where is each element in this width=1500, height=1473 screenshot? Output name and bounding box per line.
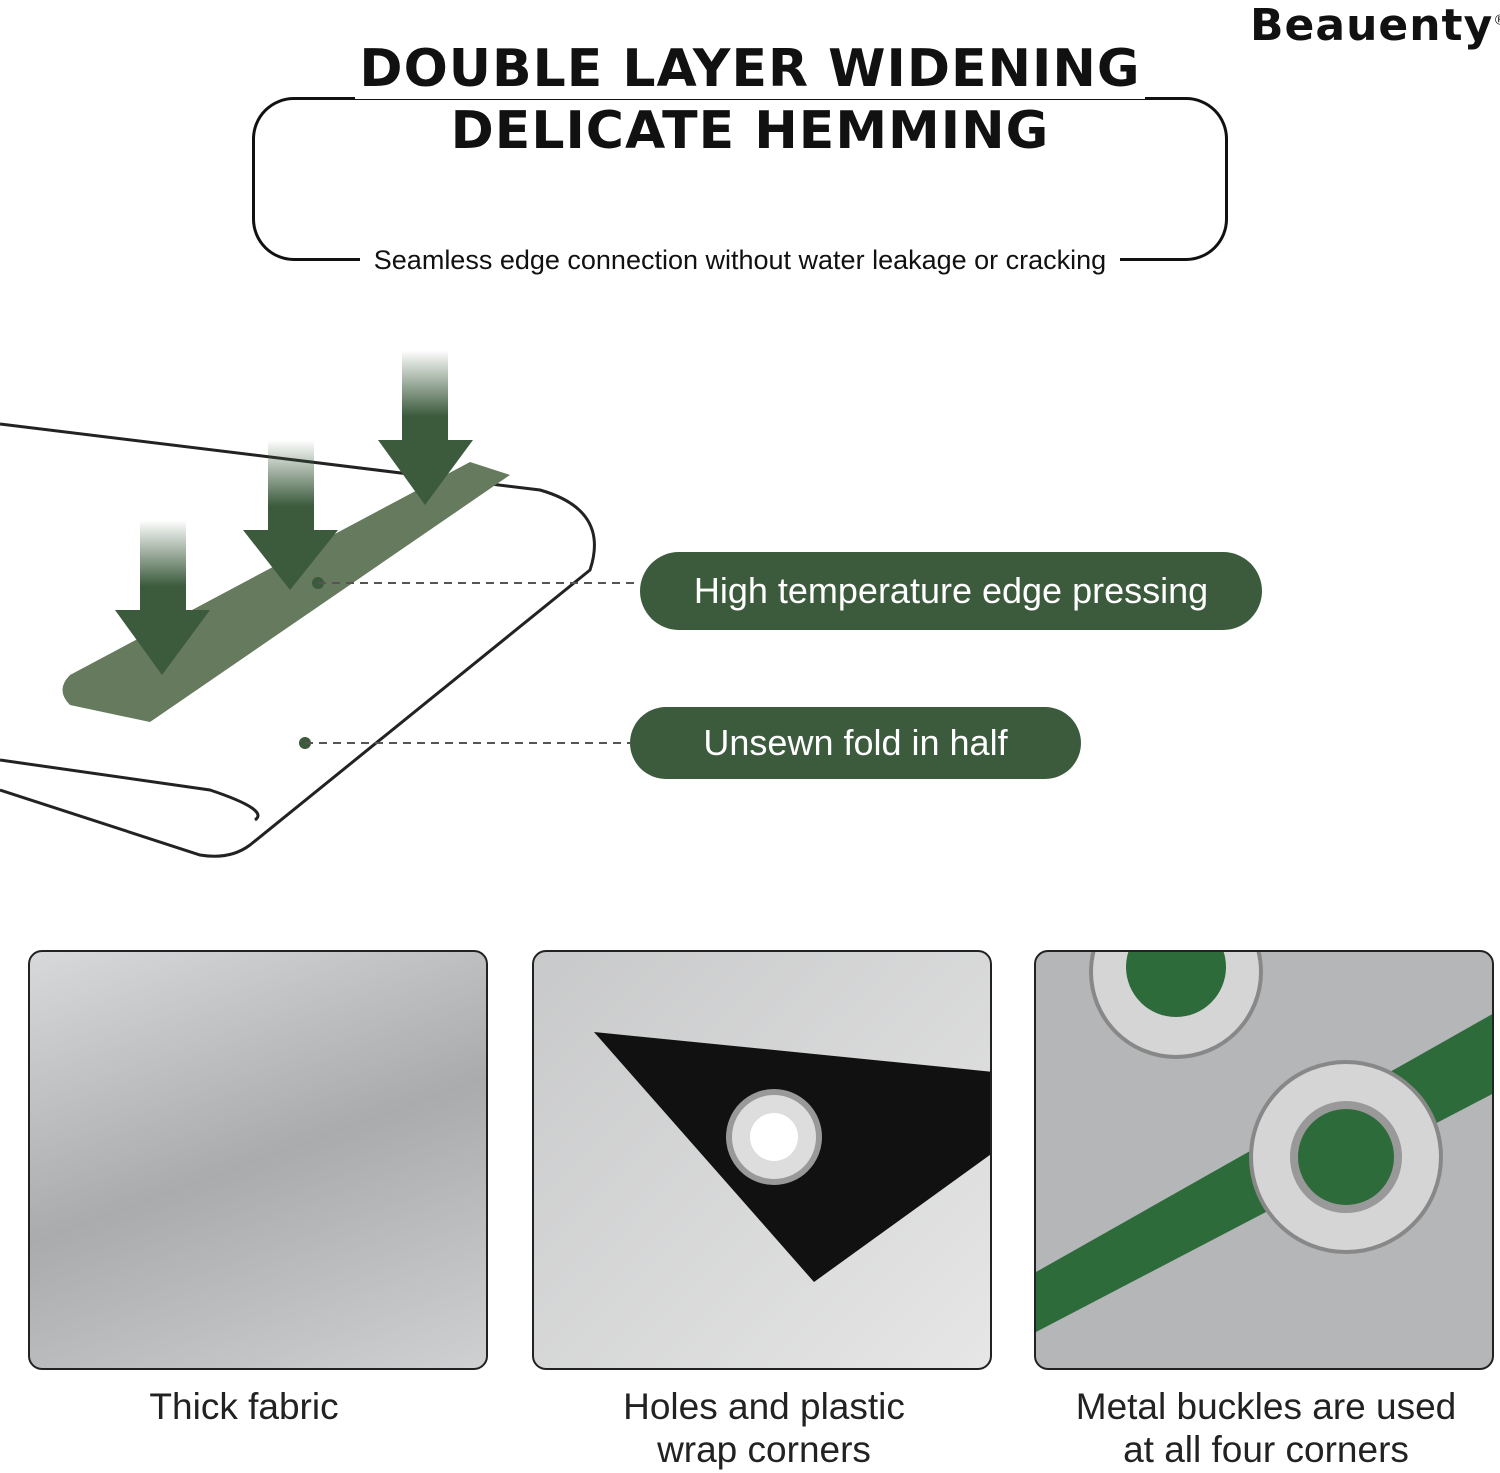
arrow-icon (378, 350, 473, 505)
plastic-corner-image (532, 950, 992, 1370)
arrow-icon (115, 520, 210, 675)
thick-fabric-image (28, 950, 488, 1370)
title-line-2: DELICATE HEMMING (450, 101, 1050, 161)
subtitle: Seamless edge connection without water l… (250, 245, 1230, 276)
metal-buckle-image (1034, 950, 1494, 1370)
caption-thick-fabric: Thick fabric (149, 1386, 339, 1427)
callout-edge-pressing: High temperature edge pressing (640, 552, 1262, 630)
hem-diagram (0, 350, 640, 858)
arrow-icon (243, 440, 338, 590)
title-line-1: DOUBLE LAYER WIDENING (250, 38, 1250, 100)
callout-unsewn-fold: Unsewn fold in half (630, 707, 1081, 779)
brand-logo: Beauenty® (1250, 0, 1500, 51)
